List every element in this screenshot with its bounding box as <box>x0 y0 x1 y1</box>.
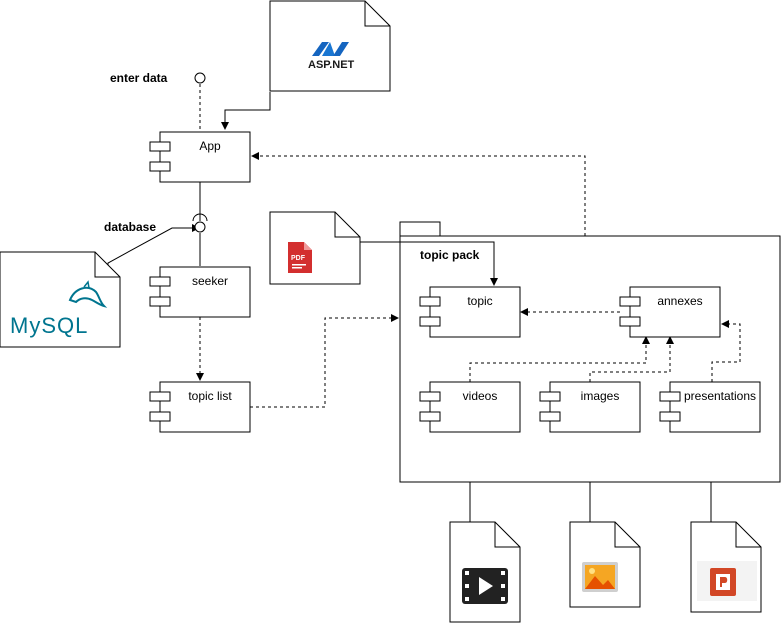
aspnet-logo: ASP.NET <box>308 42 355 71</box>
images-label: images <box>581 389 620 403</box>
svg-text:ASP.NET: ASP.NET <box>308 59 355 71</box>
database-interface <box>194 221 206 233</box>
mysql-dolphin-logo <box>68 280 108 308</box>
topic-pack-label: topic pack <box>420 248 480 262</box>
topic-pack-package: topic pack <box>399 221 781 483</box>
seeker-label: seeker <box>192 274 228 288</box>
enter-data-interface <box>194 72 206 84</box>
app-label: App <box>199 139 221 153</box>
presentations-component[interactable]: presentations <box>659 381 761 433</box>
presentations-label: presentations <box>684 389 756 403</box>
database-socket <box>192 213 208 222</box>
enter-data-label: enter data <box>110 71 168 85</box>
annexes-label: annexes <box>657 294 702 308</box>
aspnet-artifact: ASP.NET <box>269 0 391 92</box>
annexes-component[interactable]: annexes <box>619 286 721 338</box>
videos-label: videos <box>463 389 498 403</box>
video-icon <box>462 568 508 604</box>
image-icon <box>582 562 618 592</box>
aspnet-to-app-arrow <box>221 92 271 130</box>
topic-list-component[interactable]: topic list <box>149 381 251 433</box>
image-file-artifact <box>569 521 641 608</box>
topic-pack-to-app-arrow <box>251 152 586 236</box>
videos-component[interactable]: videos <box>419 381 521 433</box>
pdf-artifact: PDF <box>269 211 361 285</box>
topic-list-label: topic list <box>188 389 232 403</box>
pdf-icon: PDF <box>288 242 312 273</box>
mysql-logo-text: MySQL <box>10 313 88 338</box>
powerpoint-icon <box>697 561 757 601</box>
topic-label: topic <box>467 294 492 308</box>
seeker-component[interactable]: seeker <box>149 266 251 318</box>
topic-list-to-topic-pack-arrow <box>250 314 399 408</box>
mysql-artifact: MySQL <box>0 251 121 348</box>
ppt-file-artifact <box>690 521 762 613</box>
svg-text:PDF: PDF <box>291 255 306 262</box>
app-component[interactable]: App <box>149 131 251 183</box>
video-file-artifact <box>449 521 521 623</box>
database-label: database <box>104 220 156 234</box>
images-component[interactable]: images <box>539 381 641 433</box>
topic-component[interactable]: topic <box>419 286 521 338</box>
